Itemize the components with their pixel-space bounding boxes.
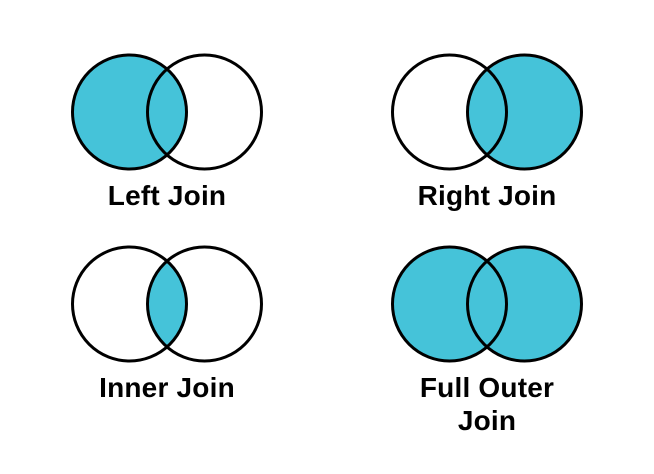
join-diagrams-grid: Left Join Right Join Inner Join (7, 49, 647, 437)
venn-cell-left-join: Left Join (7, 49, 327, 212)
venn-diagram-right-join (391, 53, 583, 171)
venn-label-inner-join: Inner Join (99, 372, 235, 403)
venn-cell-inner-join: Inner Join (7, 241, 327, 437)
venn-diagram-inner-join (71, 245, 263, 363)
venn-diagram-full-outer-join (391, 245, 583, 363)
venn-cell-full-outer-join: Full Outer Join (327, 241, 647, 437)
venn-diagram-left-join (71, 53, 263, 171)
venn-label-full-outer-join: Full Outer Join (419, 372, 555, 436)
venn-cell-right-join: Right Join (327, 49, 647, 212)
venn-label-left-join: Left Join (107, 180, 227, 211)
venn-label-right-join: Right Join (417, 180, 557, 211)
